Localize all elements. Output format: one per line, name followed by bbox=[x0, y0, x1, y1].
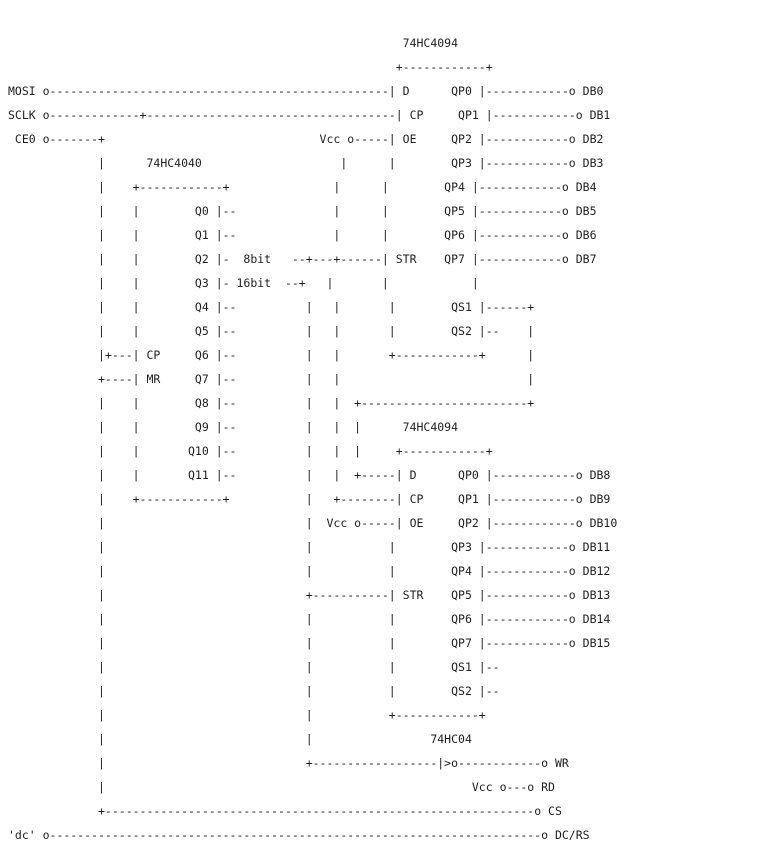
schematic-line: | | +------------+ bbox=[8, 708, 486, 722]
schematic-line: 'dc' o----------------------------------… bbox=[8, 828, 590, 842]
schematic-line: +---------------------------------------… bbox=[8, 804, 562, 818]
schematic-line: | | | QS1 |-- bbox=[8, 660, 500, 674]
schematic-line: | | Q9 |-- | | | 74HC4094 bbox=[8, 420, 459, 434]
schematic-line: | | | QP6 |------------o DB14 bbox=[8, 612, 611, 626]
schematic-line: | +------------+ | +--------| CP QP1 |--… bbox=[8, 492, 611, 506]
schematic-line: 74HC4094 bbox=[8, 36, 459, 50]
schematic-line: MOSI o----------------------------------… bbox=[8, 84, 604, 98]
schematic-line: | +-----------| STR QP5 |------------o D… bbox=[8, 588, 611, 602]
schematic-line: | | | QS2 |-- bbox=[8, 684, 500, 698]
schematic-line: +------------+ bbox=[8, 60, 493, 74]
schematic-line: | | | QP4 |------------o DB12 bbox=[8, 564, 611, 578]
schematic-line: | | Q8 |-- | | +------------------------… bbox=[8, 396, 535, 410]
schematic-line: | | Q3 |- 16bit --+ | | | bbox=[8, 276, 479, 290]
schematic-line: +----| MR Q7 |-- | | | bbox=[8, 372, 535, 386]
schematic-line: CE0 o-------+ Vcc o-----| OE QP2 |------… bbox=[8, 132, 604, 146]
schematic-line: | | Q2 |- 8bit --+---+------| STR QP7 |-… bbox=[8, 252, 597, 266]
ascii-schematic: 74HC4094 +------------+ MOSI o-----------… bbox=[8, 31, 617, 847]
schematic-line: | | Q5 |-- | | | QS2 |-- | bbox=[8, 324, 535, 338]
schematic-line: | | Q10 |-- | | | +------------+ bbox=[8, 444, 493, 458]
schematic-line: | | Q0 |-- | | QP5 |------------o DB5 bbox=[8, 204, 597, 218]
schematic-line: |+---| CP Q6 |-- | | +------------+ | bbox=[8, 348, 535, 362]
schematic-line: | | Q11 |-- | | +-----| D QP0 |---------… bbox=[8, 468, 611, 482]
schematic-line: SCLK o-------------+--------------------… bbox=[8, 108, 611, 122]
schematic-line: | +------------+ | | QP4 |------------o … bbox=[8, 180, 597, 194]
schematic-line: | | | QP3 |------------o DB11 bbox=[8, 540, 611, 554]
schematic-line: | | | QP7 |------------o DB15 bbox=[8, 636, 611, 650]
schematic-line: | | Vcc o-----| OE QP2 |------------o DB… bbox=[8, 516, 618, 530]
schematic-line: | | Q1 |-- | | QP6 |------------o DB6 bbox=[8, 228, 597, 242]
schematic-line: | Vcc o---o RD bbox=[8, 780, 555, 794]
schematic-line: | 74HC4040 | | QP3 |------------o DB3 bbox=[8, 156, 604, 170]
schematic-line: | | Q4 |-- | | | QS1 |------+ bbox=[8, 300, 535, 314]
schematic-line: | | 74HC04 bbox=[8, 732, 472, 746]
